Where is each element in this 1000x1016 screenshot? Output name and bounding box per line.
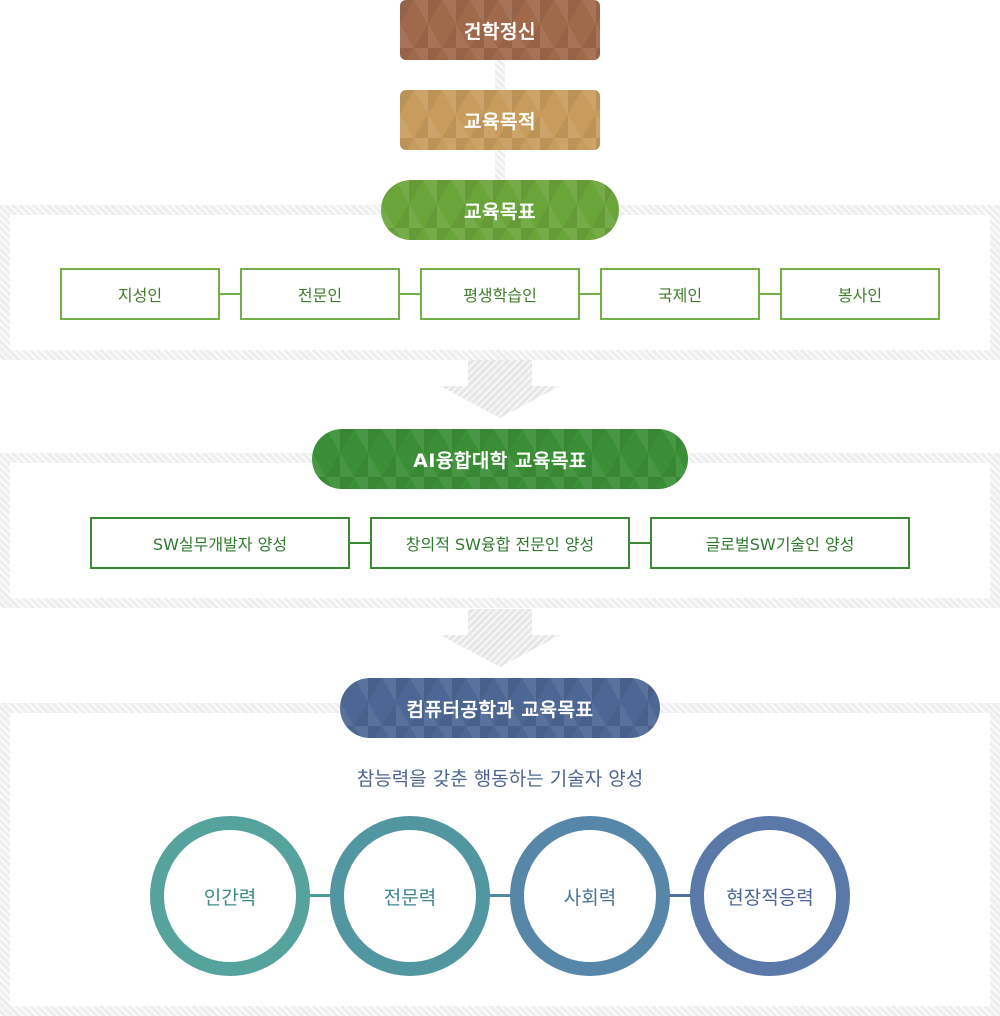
college-goal-box-sw-developer: SW실무개발자 양성 bbox=[90, 517, 350, 569]
founding-spirit-box: 건학정신 bbox=[400, 0, 600, 60]
college-goal-box-sw-convergence: 창의적 SW융합 전문인 양성 bbox=[370, 517, 630, 569]
college-goals-title-label: AI융합대학 교육목표 bbox=[413, 449, 587, 472]
competency-label: 현장적응력 bbox=[726, 886, 814, 909]
university-goals-title: 교육목표 bbox=[381, 180, 619, 240]
link-line bbox=[480, 894, 520, 897]
college-goal-label: SW실무개발자 양성 bbox=[152, 535, 288, 554]
competency-ring-expertise: 전문력 bbox=[330, 816, 490, 976]
department-goals-subtitle: 참능력을 갖춘 행동하는 기술자 양성 bbox=[356, 768, 644, 790]
competency-label: 전문력 bbox=[383, 886, 437, 909]
goal-box-volunteer: 봉사인 bbox=[780, 268, 940, 320]
goal-label: 평생학습인 bbox=[463, 286, 537, 305]
goal-label: 전문인 bbox=[297, 286, 343, 305]
college-goal-label: 글로벌SW기술인 양성 bbox=[705, 535, 855, 554]
link-line bbox=[400, 293, 420, 295]
link-line bbox=[300, 894, 340, 897]
down-arrow-icon bbox=[440, 360, 560, 418]
competency-ring-humanity: 인간력 bbox=[150, 816, 310, 976]
department-goals-section bbox=[0, 703, 1000, 1016]
founding-spirit-label: 건학정신 bbox=[464, 20, 536, 43]
link-line bbox=[630, 542, 650, 544]
link-line bbox=[660, 894, 700, 897]
college-goal-label: 창의적 SW융합 전문인 양성 bbox=[405, 535, 595, 554]
education-purpose-label: 교육목적 bbox=[464, 110, 536, 133]
connector-founding-purpose bbox=[495, 60, 505, 90]
goal-box-lifelong-learner: 평생학습인 bbox=[420, 268, 580, 320]
goal-label: 국제인 bbox=[657, 286, 703, 305]
goal-label: 봉사인 bbox=[837, 286, 883, 305]
college-goal-box-global-sw: 글로벌SW기술인 양성 bbox=[650, 517, 910, 569]
link-line bbox=[580, 293, 600, 295]
college-goals-title: AI융합대학 교육목표 bbox=[312, 429, 688, 489]
education-purpose-box: 교육목적 bbox=[400, 90, 600, 150]
goal-box-global: 국제인 bbox=[600, 268, 760, 320]
connector-purpose-goals bbox=[495, 150, 505, 180]
department-goals-title: 컴퓨터공학과 교육목표 bbox=[340, 678, 660, 738]
goal-box-intellectual: 지성인 bbox=[60, 268, 220, 320]
competency-label: 사회력 bbox=[563, 886, 617, 909]
goal-label: 지성인 bbox=[117, 286, 163, 305]
down-arrow-icon bbox=[440, 609, 560, 667]
department-goals-title-label: 컴퓨터공학과 교육목표 bbox=[406, 698, 594, 721]
university-goals-title-label: 교육목표 bbox=[464, 200, 536, 223]
goal-box-professional: 전문인 bbox=[240, 268, 400, 320]
link-line bbox=[760, 293, 780, 295]
competency-ring-social: 사회력 bbox=[510, 816, 670, 976]
competency-ring-field-adaptation: 현장적응력 bbox=[690, 816, 850, 976]
competency-label: 인간력 bbox=[203, 886, 257, 909]
link-line bbox=[350, 542, 370, 544]
link-line bbox=[220, 293, 240, 295]
